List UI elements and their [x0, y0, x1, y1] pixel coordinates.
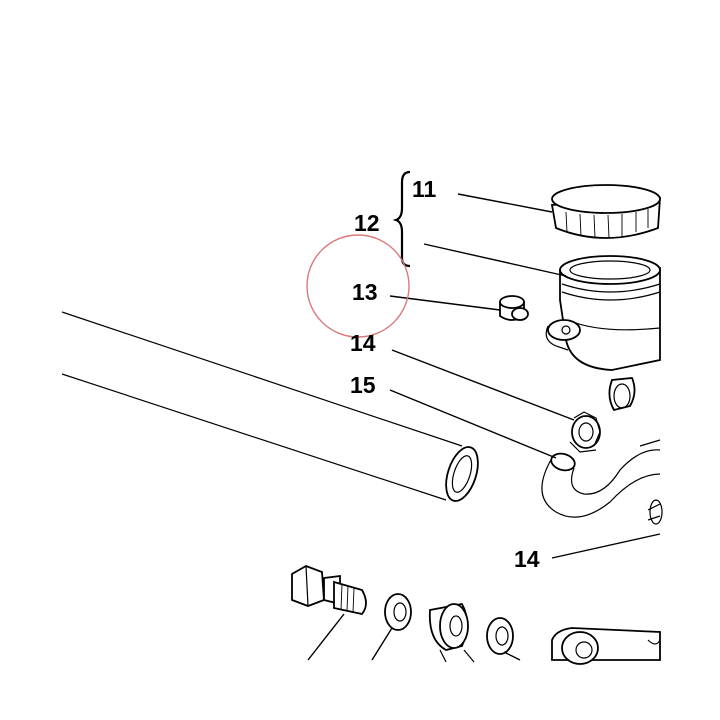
- leader-line-11: [457, 193, 553, 213]
- label-13: 13: [352, 279, 378, 305]
- group-bracket: [392, 170, 411, 268]
- hose-part: [541, 439, 663, 525]
- banjo-fitting-part: [428, 602, 475, 663]
- label-14-upper: 14: [350, 330, 376, 356]
- master-cylinder-part: [551, 627, 661, 665]
- label-15: 15: [350, 372, 376, 398]
- leader-line-bolt: [307, 613, 345, 661]
- leader-line-15: [389, 389, 557, 459]
- label-12: 12: [354, 210, 380, 236]
- label-14-lower: 14: [514, 546, 540, 572]
- hose-clamp-part: [569, 411, 601, 453]
- reservoir-cap-part: [550, 184, 661, 239]
- banjo-bolt-part: [291, 565, 367, 615]
- sealing-washer-part: [384, 593, 514, 655]
- leader-line-washer: [371, 627, 393, 661]
- highlight-circle: [306, 234, 410, 338]
- reservoir-body-part: [545, 255, 661, 412]
- label-11: 11: [412, 176, 437, 202]
- tube-part: [61, 311, 479, 502]
- leader-line-13: [389, 295, 501, 311]
- grommet-part: [499, 295, 529, 321]
- leader-line-14b: [551, 533, 661, 559]
- leader-line-washer-2: [503, 651, 521, 661]
- leader-line-12: [423, 243, 567, 277]
- leader-line-14a: [391, 349, 575, 421]
